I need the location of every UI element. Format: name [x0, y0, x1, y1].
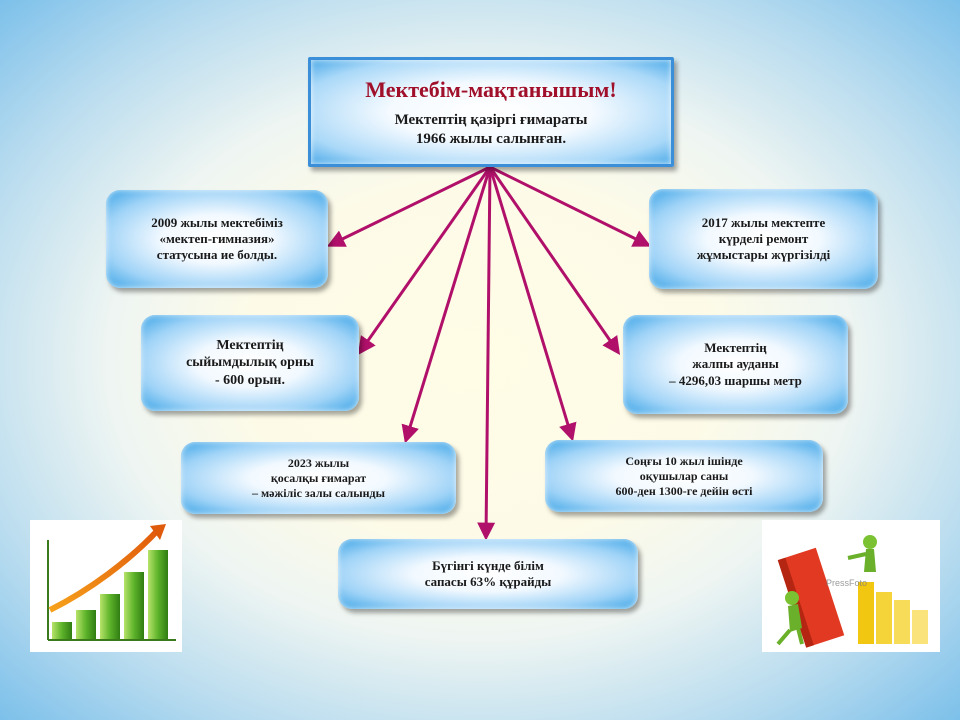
- fact-area-line-1: Мектептің: [704, 340, 767, 356]
- fact-area-box: Мектептің жалпы ауданы – 4296,03 шаршы м…: [623, 315, 848, 414]
- title-heading: Мектебім-мақтанышым!: [365, 76, 617, 102]
- fact-capacity-box: Мектептің сыйымдылық орны - 600 орын.: [141, 315, 359, 411]
- arrow-to-area: [488, 166, 621, 355]
- fact-area-line-3: – 4296,03 шаршы метр: [669, 372, 802, 388]
- fact-gymnasium-line-2: «мектеп-гимназия»: [159, 230, 275, 246]
- fact-annex-line-3: – мәжіліс залы салынды: [252, 485, 385, 500]
- fact-renovation-line-3: жұмыстары жүргізілді: [696, 247, 831, 263]
- arrow-to-students: [488, 166, 577, 442]
- fact-area-line-2: жалпы ауданы: [692, 356, 779, 372]
- fact-students-line-2: оқушылар саны: [639, 468, 729, 483]
- fact-quality-line-1: Бүгінгі күнде білім: [432, 557, 544, 573]
- fact-quality-line-2: сапасы 63% құрайды: [424, 574, 552, 589]
- fact-gymnasium-line-1: 2009 жылы мектебіміз: [151, 214, 283, 230]
- watermark-text: PressFoto: [826, 578, 868, 588]
- title-line-2: 1966 жылы салынған.: [415, 130, 567, 147]
- title-box: Мектебім-мақтанышым! Мектептің қазіргі ғ…: [308, 57, 674, 167]
- fact-annex-line-1: 2023 жылы: [287, 455, 350, 470]
- fact-renovation-box: 2017 жылы мектепте күрделі ремонт жұмыст…: [649, 189, 878, 289]
- arrow-to-quality: [477, 166, 496, 541]
- fact-capacity-line-2: сыйымдылық орны: [186, 355, 314, 371]
- arrow-to-annex: [401, 166, 492, 444]
- fact-students-line-1: Соңғы 10 жыл ішінде: [625, 453, 743, 468]
- fact-quality-box: Бүгінгі күнде білім сапасы 63% құрайды: [338, 539, 638, 609]
- fact-students-box: Соңғы 10 жыл ішінде оқушылар саны 600-де…: [545, 440, 823, 512]
- fact-gymnasium-line-3: статусына ие болды.: [156, 247, 278, 263]
- title-line-1: Мектептің қазіргі ғимараты: [394, 112, 588, 128]
- fact-students-line-3: 600-ден 1300-ге дейін өсті: [615, 483, 753, 498]
- fact-gymnasium-box: 2009 жылы мектебіміз «мектеп-гимназия» с…: [106, 190, 328, 288]
- fact-annex-line-2: қосалқы ғимарат: [270, 470, 367, 485]
- fact-capacity-line-1: Мектептің: [216, 337, 284, 353]
- teamwork-figures-image: [776, 535, 928, 648]
- arrow-to-gymnasium: [326, 165, 491, 247]
- fact-capacity-line-3: - 600 орын.: [215, 372, 285, 388]
- fact-renovation-line-2: күрделі ремонт: [718, 230, 809, 246]
- growth-chart-illustration: [30, 520, 182, 652]
- teamwork-illustration: PressFoto: [762, 520, 940, 652]
- fact-renovation-line-1: 2017 жылы мектепте: [701, 214, 826, 230]
- fact-annex-box: 2023 жылы қосалқы ғимарат – мәжіліс залы…: [181, 442, 456, 514]
- arrow-to-renovation: [489, 165, 652, 247]
- arrow-to-capacity: [357, 166, 492, 355]
